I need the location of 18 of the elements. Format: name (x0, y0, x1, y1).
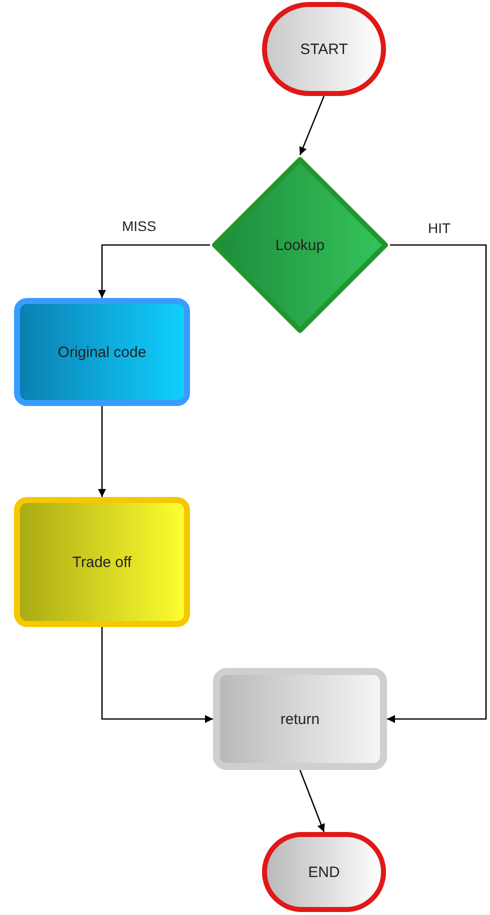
node-label: END (308, 864, 340, 880)
edge-label: HIT (428, 220, 451, 236)
edge-label: MISS (122, 218, 156, 234)
decision-diamond (210, 155, 390, 335)
process-box (213, 668, 387, 770)
process-box (14, 497, 190, 627)
arrow (299, 96, 325, 156)
node-label: return (280, 710, 320, 728)
node-label: Lookup (275, 236, 325, 254)
arrow (299, 770, 325, 832)
arrow (98, 244, 210, 298)
node-label: START (300, 40, 348, 58)
arrow (387, 244, 487, 723)
arrow (98, 406, 106, 497)
node-label: Original code (58, 344, 146, 360)
arrow (101, 627, 213, 723)
node-label: Trade off (72, 554, 132, 570)
process-box (14, 298, 190, 406)
